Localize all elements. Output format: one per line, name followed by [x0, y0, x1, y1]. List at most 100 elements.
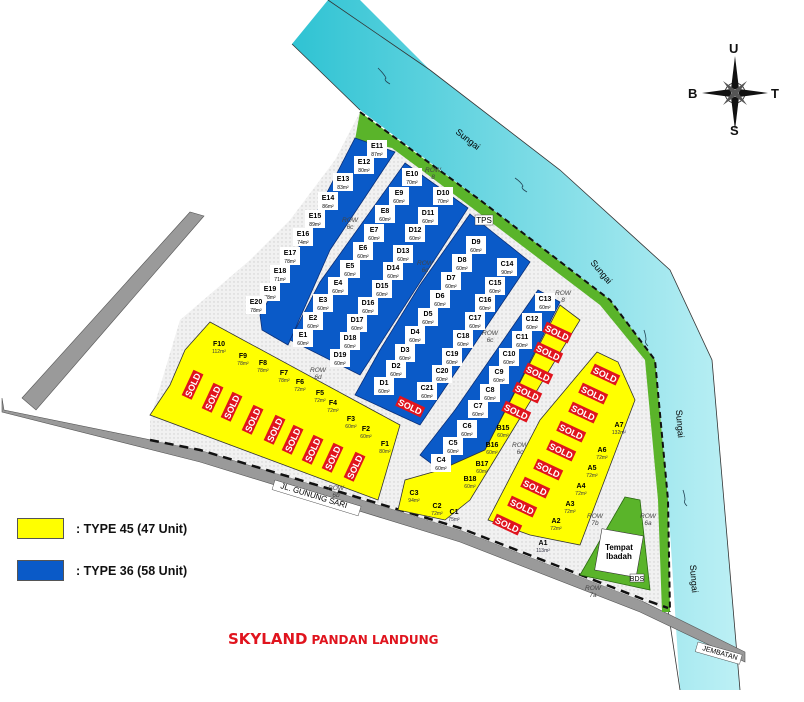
compass-west: B [688, 86, 698, 101]
svg-text:87m²: 87m² [371, 152, 383, 158]
svg-text:D2: D2 [392, 363, 401, 370]
svg-text:C18: C18 [457, 333, 470, 340]
svg-text:83m²: 83m² [337, 185, 349, 191]
legend-label: : TYPE 45 (47 Unit) [76, 521, 188, 536]
svg-text:C3: C3 [410, 490, 419, 497]
svg-text:E8: E8 [381, 208, 390, 215]
tempat-ibadah-label: Tempat [605, 543, 633, 552]
bds-label: BDS [630, 576, 645, 583]
svg-text:E17: E17 [284, 250, 297, 257]
svg-text:C15: C15 [489, 280, 502, 287]
svg-text:C7: C7 [474, 403, 483, 410]
svg-text:E20: E20 [250, 299, 263, 306]
svg-text:78m²: 78m² [278, 378, 290, 384]
svg-text:C13: C13 [539, 296, 552, 303]
svg-text:60m²: 60m² [503, 360, 515, 366]
svg-text:60m²: 60m² [351, 326, 363, 332]
svg-text:60m²: 60m² [436, 377, 448, 383]
svg-text:F8: F8 [259, 360, 267, 367]
svg-text:F3: F3 [347, 416, 355, 423]
svg-text:74m²: 74m² [297, 240, 309, 246]
svg-text:A7: A7 [615, 422, 624, 429]
compass-south: S [730, 123, 739, 138]
svg-text:B17: B17 [476, 461, 489, 468]
svg-text:A2: A2 [552, 518, 561, 525]
svg-text:F4: F4 [329, 400, 337, 407]
svg-text:72m²: 72m² [564, 509, 576, 515]
svg-text:E9: E9 [395, 190, 404, 197]
svg-text:F10: F10 [213, 341, 225, 348]
svg-text:72m²: 72m² [327, 408, 339, 414]
svg-text:78m²: 78m² [257, 368, 269, 374]
svg-text:D9: D9 [472, 239, 481, 246]
svg-text:60m²: 60m² [470, 248, 482, 254]
svg-text:60m²: 60m² [497, 433, 509, 439]
svg-text:B16: B16 [486, 442, 499, 449]
svg-text:6b: 6b [332, 492, 340, 499]
svg-text:60m²: 60m² [345, 424, 357, 430]
svg-text:C14: C14 [501, 261, 514, 268]
svg-text:60m²: 60m² [472, 412, 484, 418]
svg-text:6c: 6c [422, 267, 430, 274]
svg-text:72m²: 72m² [431, 511, 443, 517]
svg-text:B18: B18 [464, 476, 477, 483]
svg-text:F9: F9 [239, 353, 247, 360]
svg-text:60m²: 60m² [464, 484, 476, 490]
svg-text:6d: 6d [314, 374, 322, 381]
svg-text:86m²: 86m² [322, 204, 334, 210]
svg-text:60m²: 60m² [476, 469, 488, 475]
svg-text:60m²: 60m² [516, 343, 528, 349]
svg-text:60m²: 60m² [390, 372, 402, 378]
svg-text:60m²: 60m² [539, 305, 551, 311]
svg-text:60m²: 60m² [376, 292, 388, 298]
svg-text:D10: D10 [437, 190, 450, 197]
svg-text:F6: F6 [296, 379, 304, 386]
svg-text:60m²: 60m² [421, 394, 433, 400]
svg-text:D12: D12 [409, 227, 422, 234]
svg-text:60m²: 60m² [378, 389, 390, 395]
svg-text:60m²: 60m² [399, 356, 411, 362]
compass-rose-icon [702, 56, 768, 130]
svg-text:ROW: ROW [328, 485, 345, 492]
tps-label: TPS [476, 216, 492, 225]
svg-text:D15: D15 [376, 283, 389, 290]
svg-text:E5: E5 [346, 263, 355, 270]
svg-text:112m²: 112m² [212, 349, 226, 355]
green-buffer [355, 111, 671, 613]
svg-text:E7: E7 [370, 227, 379, 234]
svg-text:60m²: 60m² [486, 450, 498, 456]
svg-text:C21: C21 [421, 385, 434, 392]
compass-east: T [771, 86, 779, 101]
svg-text:E19: E19 [264, 286, 277, 293]
svg-text:80m²: 80m² [379, 449, 391, 455]
legend-type-45: : TYPE 45 (47 Unit) [17, 518, 187, 539]
svg-text:60m²: 60m² [457, 342, 469, 348]
svg-text:F7: F7 [280, 370, 288, 377]
svg-text:E2: E2 [309, 315, 318, 322]
svg-text:D14: D14 [387, 265, 400, 272]
svg-text:60m²: 60m² [387, 274, 399, 280]
svg-text:60m²: 60m² [469, 324, 481, 330]
svg-text:ROW: ROW [585, 585, 602, 592]
river-label: Sungai [688, 564, 700, 593]
svg-text:B15: B15 [497, 425, 510, 432]
svg-text:70m²: 70m² [437, 199, 449, 205]
svg-text:D11: D11 [422, 210, 435, 217]
svg-text:E3: E3 [319, 297, 328, 304]
svg-text:C11: C11 [516, 334, 529, 341]
svg-text:D1: D1 [380, 380, 389, 387]
svg-text:D6: D6 [436, 293, 445, 300]
svg-text:113m²: 113m² [536, 548, 550, 554]
flow-arrow-icon [514, 177, 528, 193]
svg-text:60m²: 60m² [379, 217, 391, 223]
svg-text:C6: C6 [463, 423, 472, 430]
svg-text:C8: C8 [486, 387, 495, 394]
svg-text:132m²: 132m² [612, 430, 627, 436]
svg-text:ROW: ROW [640, 513, 657, 520]
svg-text:6c: 6c [517, 449, 525, 456]
svg-text:E16: E16 [297, 231, 310, 238]
svg-text:60m²: 60m² [489, 289, 501, 295]
svg-text:78m²: 78m² [284, 259, 296, 265]
svg-text:D8: D8 [458, 257, 467, 264]
